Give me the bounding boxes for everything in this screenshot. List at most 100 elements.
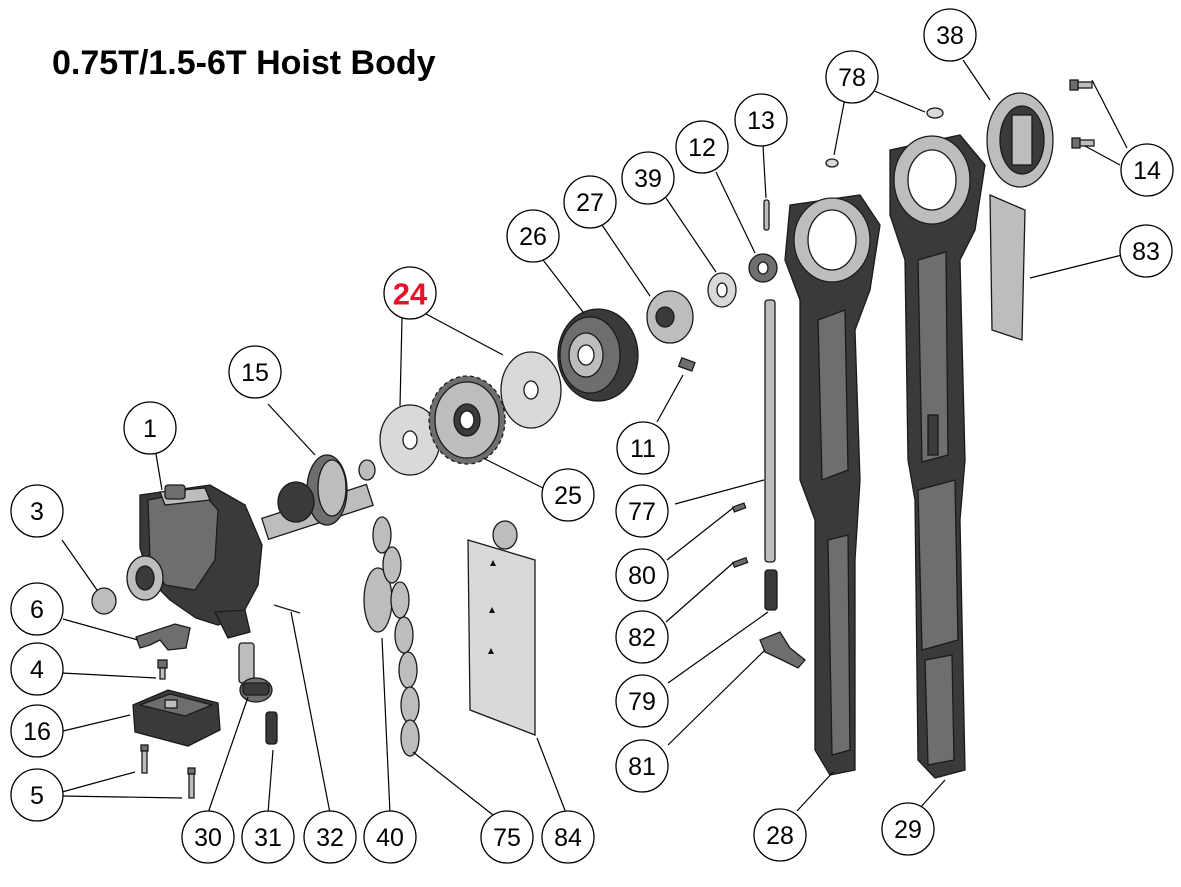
part-pin <box>273 604 301 614</box>
callout-6: 6 <box>10 582 64 636</box>
part-chain <box>372 516 420 757</box>
callout-80: 80 <box>615 548 669 602</box>
callout-27: 27 <box>563 175 617 229</box>
callout-circle <box>241 810 295 864</box>
page-title: 0.75T/1.5-6T Hoist Body <box>52 44 436 82</box>
callout-78: 78 <box>825 50 879 104</box>
callout-label: 24 <box>393 277 428 312</box>
part-cotter <box>763 199 770 231</box>
callout-circle <box>615 610 669 664</box>
callout-circle <box>228 345 282 399</box>
callout-label: 1 <box>143 415 157 443</box>
callout-label: 4 <box>30 656 44 684</box>
callout-31: 31 <box>241 810 295 864</box>
callout-circle <box>123 401 177 455</box>
part-screws <box>140 744 196 799</box>
callout-label: 78 <box>838 64 866 92</box>
part-rivet-b <box>825 158 839 168</box>
part-housing <box>126 484 263 639</box>
callout-label: 77 <box>628 498 656 526</box>
part-label <box>989 194 1026 341</box>
part-cover-screws <box>1069 79 1095 149</box>
part-washer-24b <box>500 351 562 429</box>
part-pin-80 <box>731 502 747 513</box>
callout-79: 79 <box>615 674 669 728</box>
callout-24: 24 <box>383 266 437 320</box>
callout-label: 84 <box>554 824 582 852</box>
callout-81: 81 <box>615 739 669 793</box>
callout-28: 28 <box>753 808 807 862</box>
callout-label: 32 <box>316 824 344 852</box>
callout-label: 80 <box>628 562 656 590</box>
part-cap <box>91 587 117 615</box>
callout-circle <box>1120 143 1174 197</box>
callout-label: 13 <box>747 107 775 135</box>
callout-label: 82 <box>628 624 656 652</box>
callout-circle <box>480 810 534 864</box>
part-screw-small <box>157 659 168 680</box>
callout-40: 40 <box>363 810 417 864</box>
callout-circle <box>10 484 64 538</box>
callout-circle <box>506 209 560 263</box>
callout-13: 13 <box>734 93 788 147</box>
part-handle-left <box>784 194 881 776</box>
callout-label: 5 <box>30 782 44 810</box>
part-knob <box>238 642 273 703</box>
callout-25: 25 <box>541 468 595 522</box>
callout-label: 40 <box>376 824 404 852</box>
callout-label: 6 <box>30 596 44 624</box>
callout-circle <box>923 8 977 62</box>
callout-label: 83 <box>1132 238 1160 266</box>
callout-39: 39 <box>621 151 675 205</box>
callout-circle <box>541 468 595 522</box>
callout-84: 84 <box>541 810 595 864</box>
callout-label: 29 <box>894 816 922 844</box>
callout-label: 30 <box>194 824 222 852</box>
callout-4: 4 <box>10 642 64 696</box>
part-spring <box>764 569 778 611</box>
callout-circle <box>541 810 595 864</box>
part-rivet-a <box>926 107 944 119</box>
callout-26: 26 <box>506 209 560 263</box>
callout-circle <box>615 739 669 793</box>
callout-label: 75 <box>493 824 521 852</box>
callout-label: 16 <box>23 718 51 746</box>
part-clip <box>135 623 191 651</box>
part-handle-right <box>889 134 986 779</box>
callout-30: 30 <box>181 810 235 864</box>
callout-circle <box>1119 224 1173 278</box>
callout-label: 12 <box>688 134 716 162</box>
part-gear <box>428 375 506 465</box>
callout-circle <box>734 93 788 147</box>
callout-label: 14 <box>1133 157 1161 185</box>
callout-circle <box>10 768 64 822</box>
callout-label: 27 <box>576 189 604 217</box>
callout-15: 15 <box>228 345 282 399</box>
callout-circle <box>10 642 64 696</box>
callout-12: 12 <box>675 120 729 174</box>
callout-label: 81 <box>628 753 656 781</box>
callout-label: 25 <box>554 482 582 510</box>
callout-label: 15 <box>241 359 269 387</box>
callout-11: 11 <box>616 421 670 475</box>
callout-3: 3 <box>10 484 64 538</box>
callout-77: 77 <box>615 484 669 538</box>
callout-83: 83 <box>1119 224 1173 278</box>
callout-circle <box>621 151 675 205</box>
callout-circle <box>10 704 64 758</box>
part-nut <box>748 253 778 283</box>
part-washer-39 <box>707 272 737 308</box>
callout-82: 82 <box>615 610 669 664</box>
callout-circle <box>881 802 935 856</box>
part-pin-82 <box>731 556 749 569</box>
callout-5: 5 <box>10 768 64 822</box>
part-key <box>677 357 696 372</box>
callout-label: 38 <box>936 22 964 50</box>
callout-38: 38 <box>923 8 977 62</box>
part-cover <box>986 92 1054 188</box>
callout-14: 14 <box>1120 143 1174 197</box>
callout-circle <box>383 266 437 320</box>
part-rod <box>764 299 776 563</box>
callout-circle <box>825 50 879 104</box>
